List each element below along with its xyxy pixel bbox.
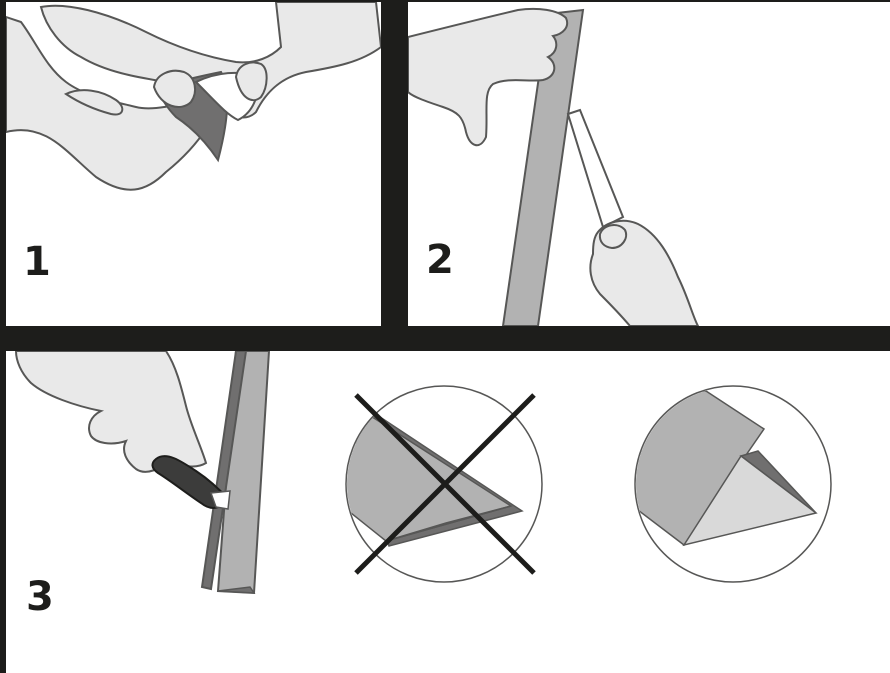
peel-backing-illustration: [6, 2, 381, 326]
thumbnail: [600, 225, 626, 248]
step-number-3: 3: [26, 577, 54, 617]
incorrect-cut-example: [336, 386, 542, 582]
panel-step-1: 1: [6, 2, 381, 326]
apply-tape-illustration: [408, 2, 890, 326]
cut-tape-illustration: [6, 351, 890, 673]
hand-with-knife: [16, 351, 206, 472]
thumbnail: [154, 71, 195, 107]
step-number-2: 2: [426, 240, 454, 280]
frame-horizontal-divider: [0, 326, 890, 351]
frame-vertical-divider: [381, 0, 408, 328]
panel-step-3: 3: [6, 351, 890, 673]
correct-cut-example: [626, 386, 831, 582]
step-number-1: 1: [23, 242, 51, 282]
panel-step-2: 2: [408, 2, 890, 326]
backing-strip: [568, 110, 623, 227]
